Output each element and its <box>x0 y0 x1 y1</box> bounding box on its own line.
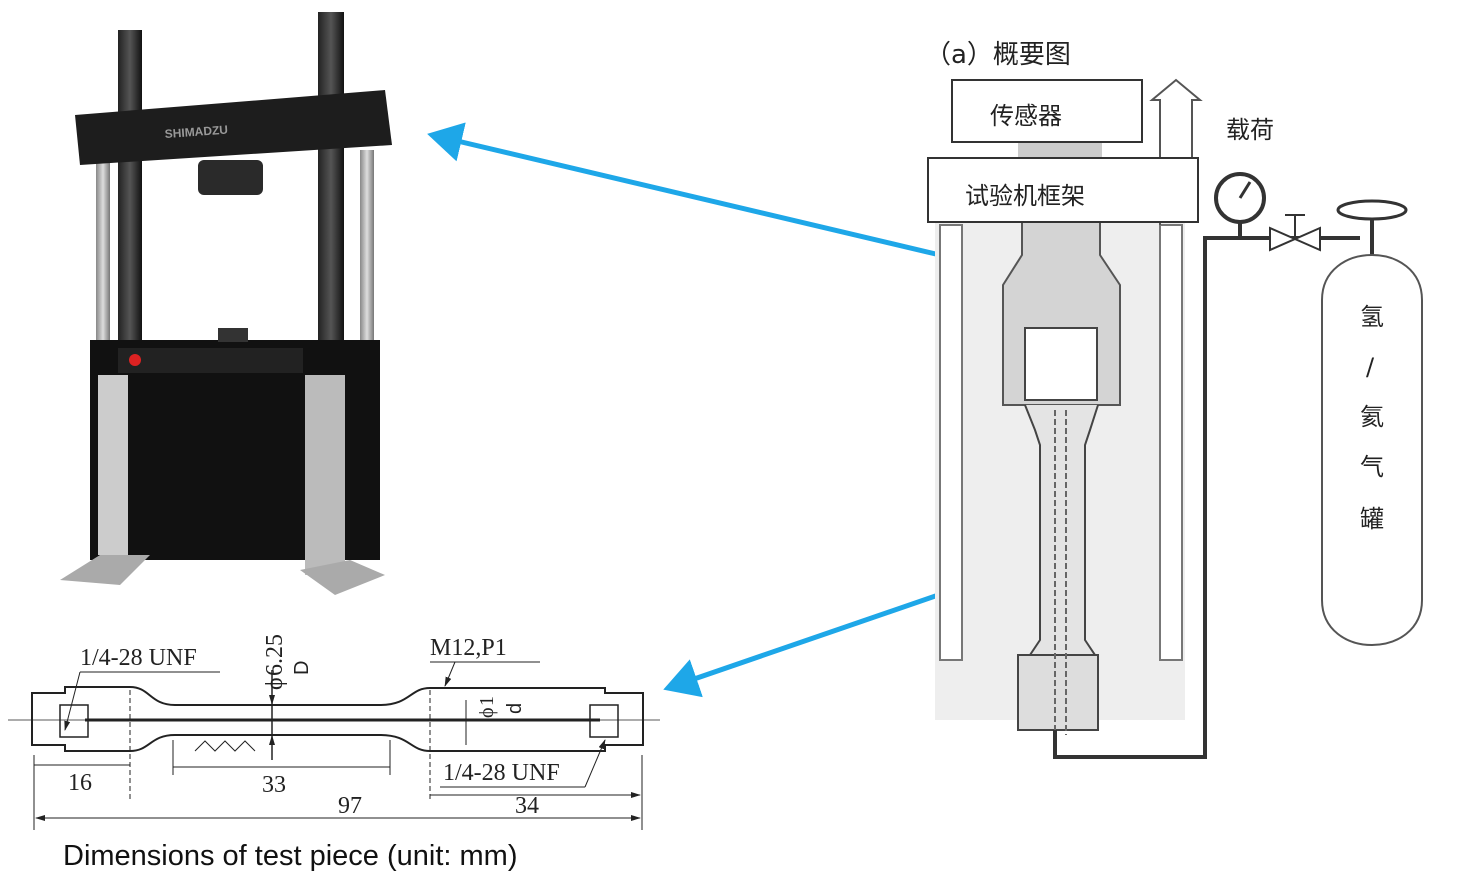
arrow-frame-to-machine <box>427 122 941 258</box>
dim-16: 16 <box>68 770 92 796</box>
valve-icon <box>1269 226 1321 252</box>
tank-char-4: 气 <box>1360 453 1384 481</box>
tank-char-1: 氢 <box>1360 303 1384 331</box>
specimen-caption: Dimensions of test piece (unit: mm) <box>63 840 517 872</box>
frame-label: 试验机框架 <box>965 182 1085 210</box>
specimen-drawing <box>8 661 660 830</box>
phi-D-symbol: ϕ <box>262 677 288 690</box>
tank-char-5: 罐 <box>1360 505 1384 533</box>
sensor-label: 传感器 <box>990 102 1062 130</box>
gas-tank <box>1321 254 1423 646</box>
brand-logo: SHIMADZU <box>164 123 228 141</box>
schematic: （a）概要图 <box>925 40 1423 759</box>
tank-char-3: 氦 <box>1360 403 1384 431</box>
tank-char-2: / <box>1366 353 1375 381</box>
diameter-d-symbol: d <box>504 703 526 714</box>
schematic-title: （a）概要图 <box>925 40 1071 70</box>
thread-left-label: 1/4-28 UNF <box>80 645 197 671</box>
dim-33: 33 <box>262 772 286 798</box>
outer-thread-label: M12,P1 <box>430 635 507 661</box>
load-label: 载荷 <box>1226 116 1274 144</box>
phi-d-symbol: ϕ <box>476 707 498 718</box>
diameter-D-symbol: D <box>291 661 313 675</box>
diameter-d-value: 1 <box>476 696 498 706</box>
dim-34: 34 <box>515 793 539 819</box>
dim-97: 97 <box>338 793 362 819</box>
diameter-D-value: 6.25 <box>262 634 288 676</box>
testing-machine-photo: SHIMADZU <box>60 12 392 595</box>
thread-right-label: 1/4-28 UNF <box>443 760 560 786</box>
